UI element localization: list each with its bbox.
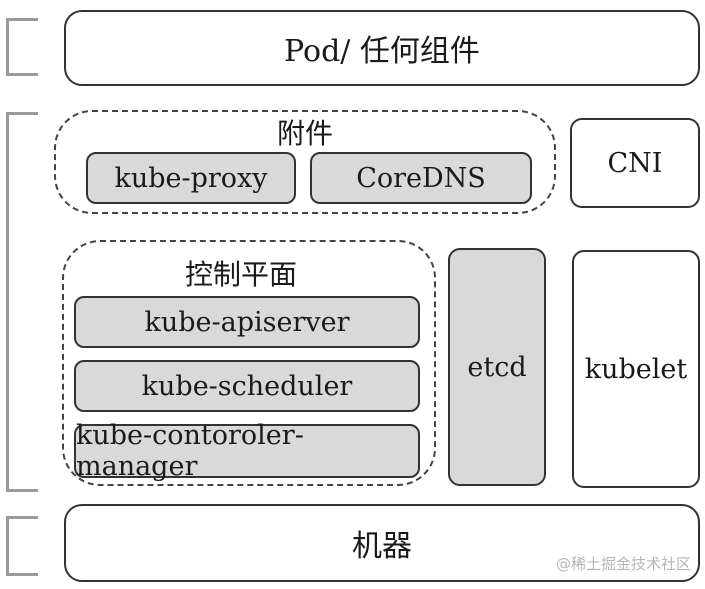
coredns-label: CoreDNS <box>356 162 486 194</box>
kube-scheduler-label: kube-scheduler <box>141 370 353 402</box>
etcd-label: etcd <box>467 351 527 383</box>
control-plane-title: 控制平面 <box>184 258 297 291</box>
kube-proxy-box: kube-proxy <box>86 152 296 204</box>
etcd-box: etcd <box>448 248 546 486</box>
addons-group <box>54 110 556 214</box>
pod-label: Pod/ 任何组件 <box>284 34 480 69</box>
kube-controller-manager-box: kube-contoroler-manager <box>74 420 420 482</box>
kubelet-label: kubelet <box>584 353 688 385</box>
top-layer-bracket <box>6 18 38 76</box>
kube-apiserver-label: kube-apiserver <box>144 306 350 338</box>
kube-controller-manager-label: kube-contoroler-manager <box>76 420 304 482</box>
cni-box: CNI <box>570 118 700 208</box>
kube-apiserver-box: kube-apiserver <box>74 296 420 348</box>
machine-label: 机器 <box>352 529 412 564</box>
machine-box: 机器 <box>64 504 700 582</box>
middle-layer-bracket <box>6 112 38 492</box>
kube-proxy-label: kube-proxy <box>114 162 268 194</box>
cni-label: CNI <box>607 147 663 179</box>
bottom-layer-bracket <box>6 516 38 576</box>
kube-scheduler-box: kube-scheduler <box>74 360 420 412</box>
watermark: @稀土掘金技术社区 <box>556 555 692 573</box>
control-plane-group <box>62 240 436 486</box>
addons-title: 附件 <box>276 117 333 150</box>
coredns-box: CoreDNS <box>310 152 532 204</box>
kubelet-box: kubelet <box>572 250 700 488</box>
pod-box: Pod/ 任何组件 <box>64 10 700 86</box>
